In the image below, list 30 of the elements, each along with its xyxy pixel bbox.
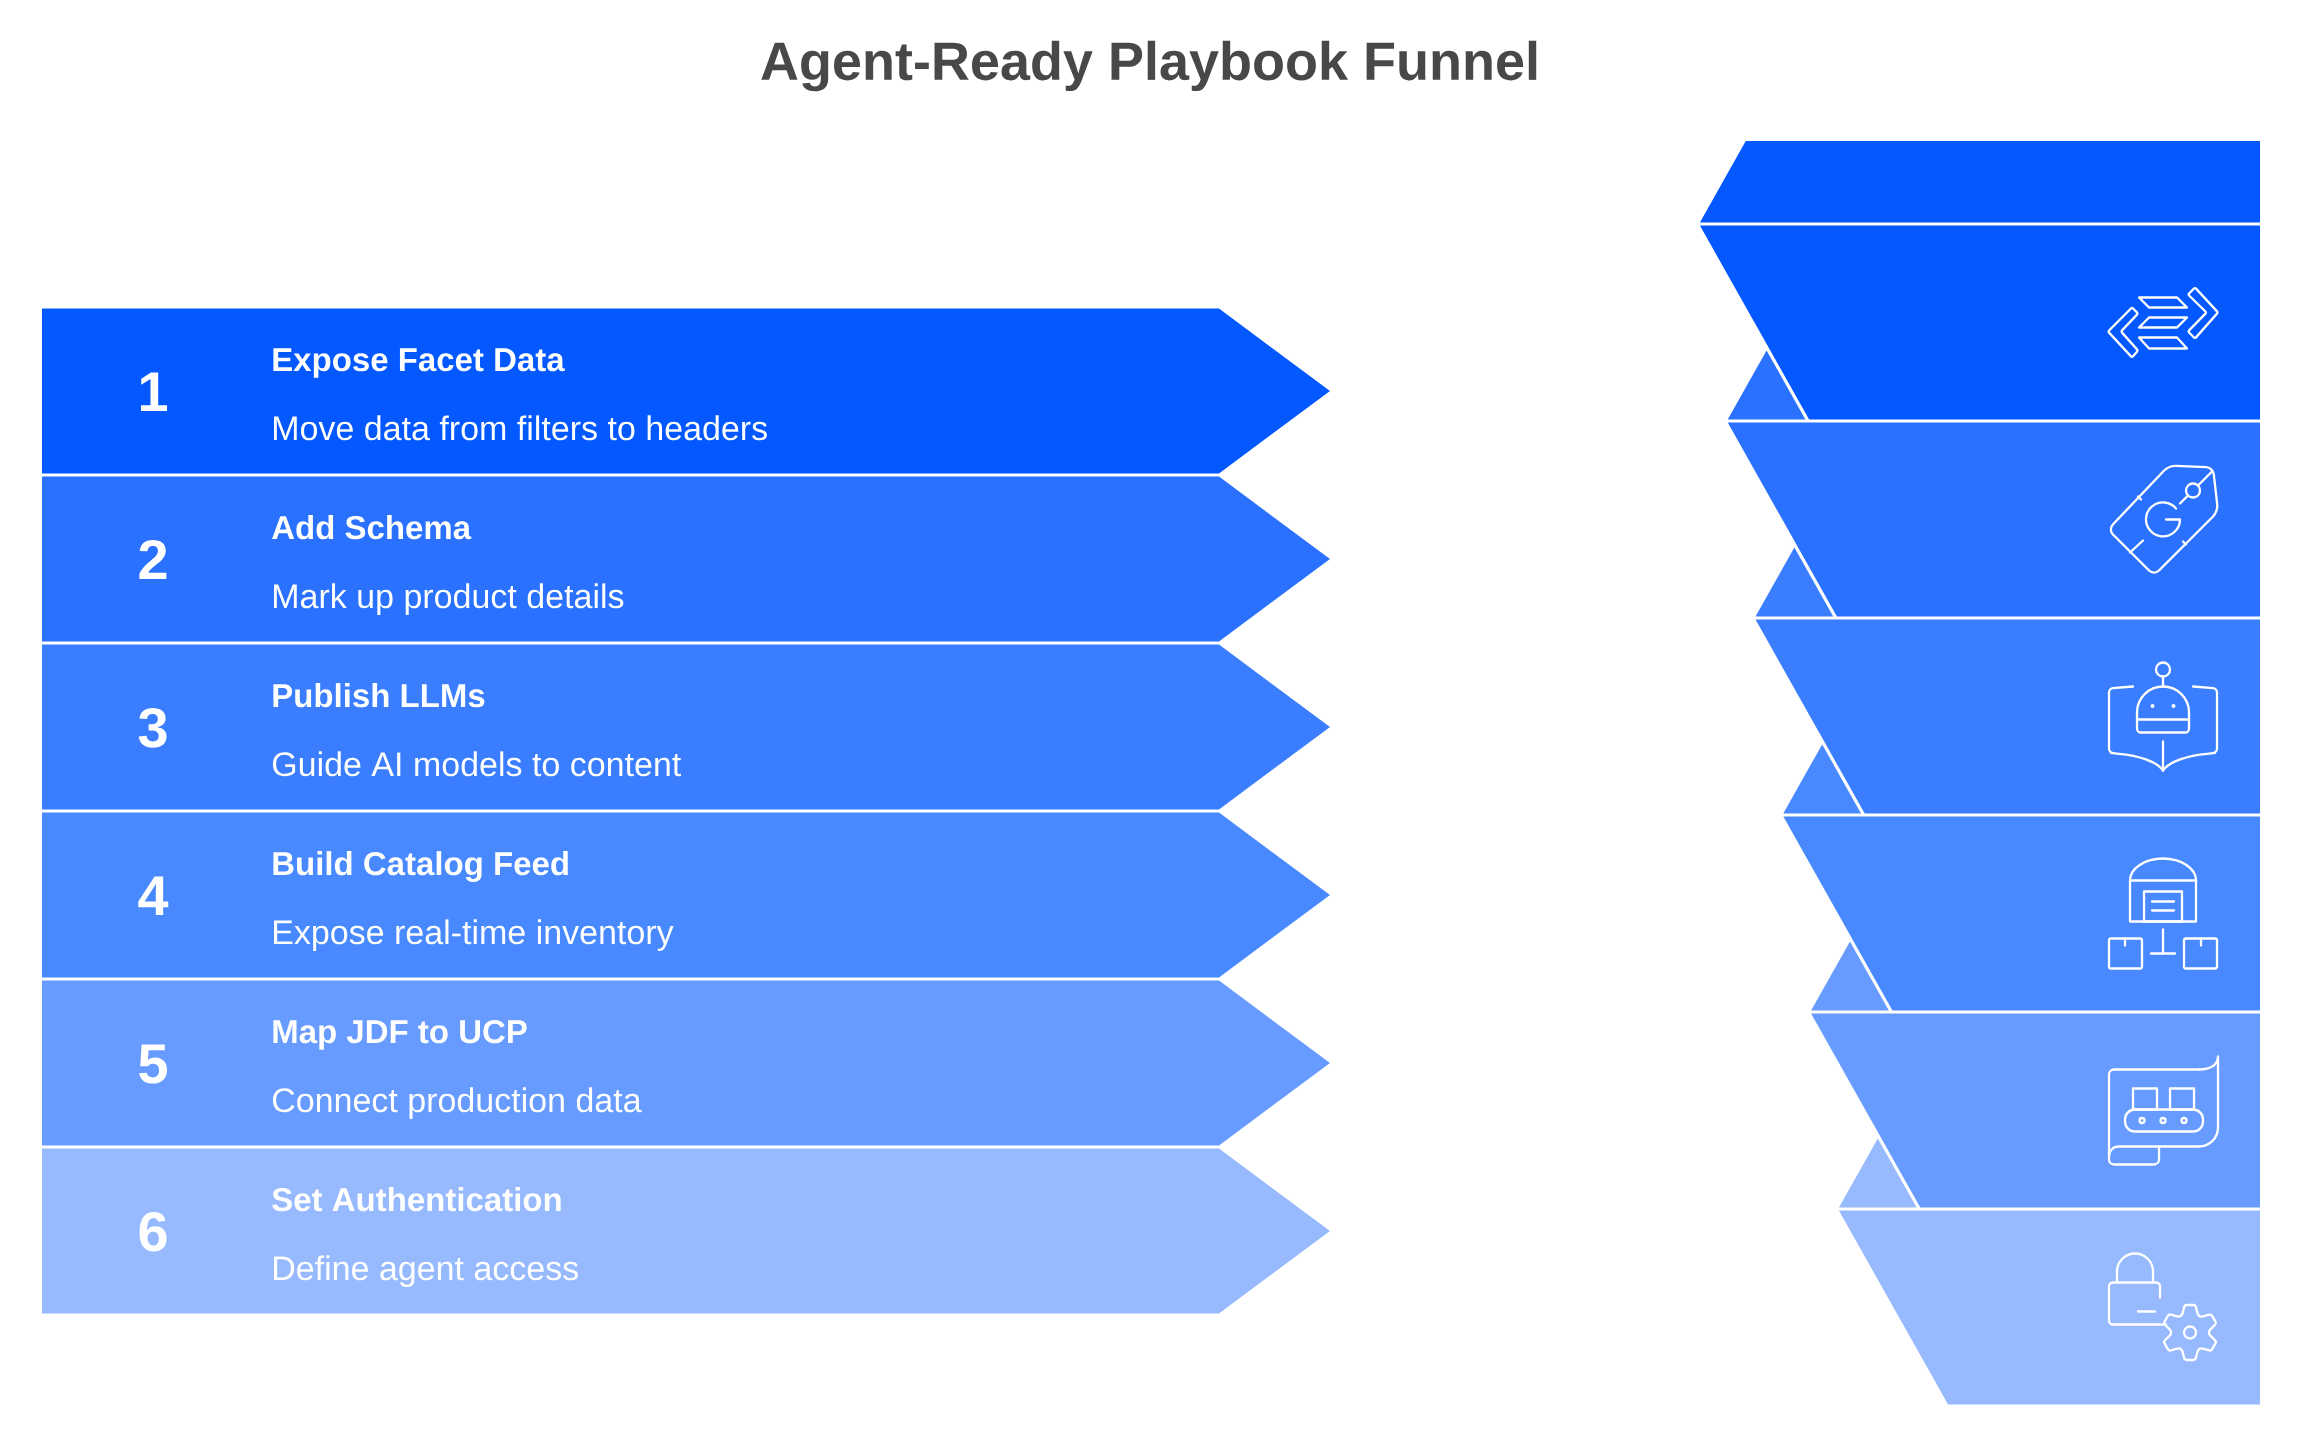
arrow-band [42, 644, 1330, 810]
step-description: Define agent access [274, 1255, 578, 1288]
step-description: Expose real-time inventory [274, 919, 674, 952]
step-title: Publish LLMs [273, 683, 485, 708]
step-number: 6 [139, 1211, 167, 1252]
funnel-band [1811, 1013, 2260, 1208]
step-description: Connect production data [272, 1087, 642, 1120]
step-title: Expose Facet Data [273, 348, 565, 378]
funnel-band [1783, 816, 2260, 1011]
arrow-band [42, 476, 1330, 642]
funnel-band [1755, 619, 2260, 814]
step-description: Mark up product details [274, 583, 624, 616]
step-number: 2 [139, 539, 167, 579]
arrow-band [42, 308, 1330, 474]
step-title: Set Authentication [272, 1187, 561, 1212]
step-title: Build Catalog Feed [273, 851, 568, 882]
step-number: 3 [138, 707, 167, 748]
step-title: Add Schema [272, 515, 472, 540]
title: Agent-Ready Playbook Funnel [761, 40, 1537, 92]
arrow-band [42, 812, 1330, 978]
funnel-band [1727, 422, 2260, 617]
step-title: Map JDF to UCP [273, 1019, 527, 1050]
step-number: 1 [140, 372, 168, 411]
step-description: Move data from filters to headers [274, 415, 767, 441]
arrow-band [42, 980, 1330, 1146]
step-number: 5 [139, 1044, 168, 1084]
step-description: Guide AI models to content [272, 751, 681, 777]
step-number: 4 [138, 876, 169, 915]
arrow-band [42, 1148, 1330, 1314]
funnel-band [1838, 1210, 2260, 1405]
